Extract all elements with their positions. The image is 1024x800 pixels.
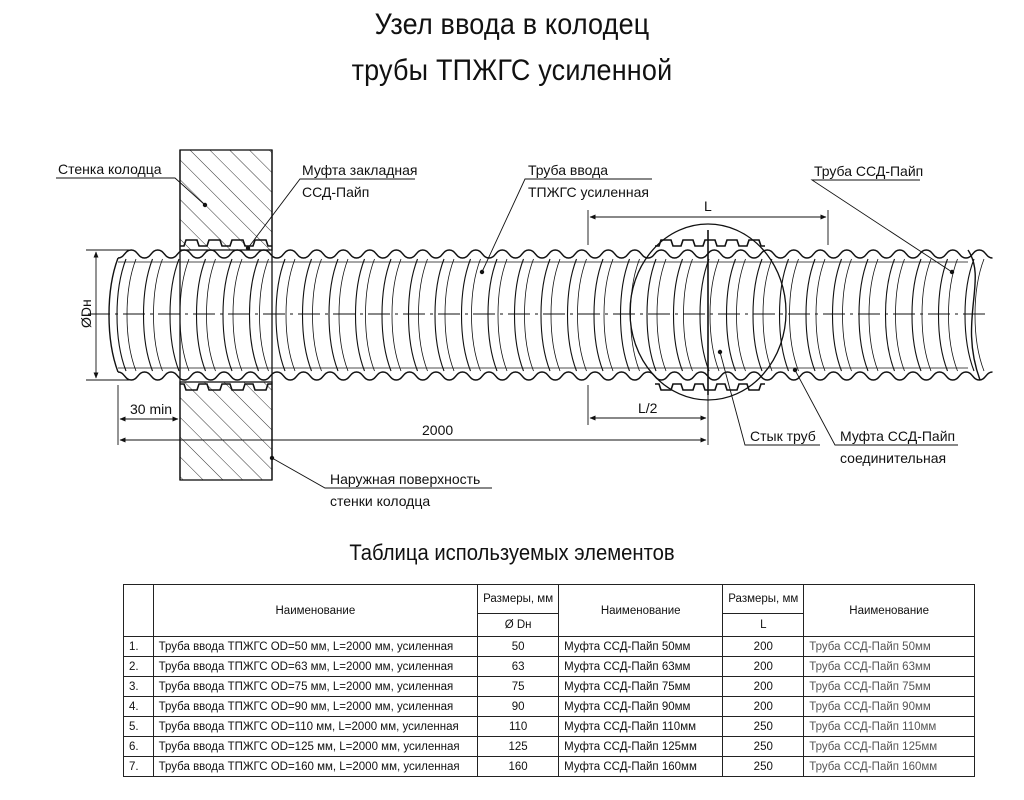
table-row: 7.Труба ввода ТПЖГС OD=160 мм, L=2000 мм… <box>123 756 975 777</box>
row-ssd-pipe-name: Труба ССД-Пайп 160мм <box>803 756 975 777</box>
row-diameter: 75 <box>477 676 560 697</box>
row-coupling-name: Муфта ССД-Пайп 90мм <box>558 696 724 717</box>
svg-text:Муфта ССД-Пайп: Муфта ССД-Пайп <box>840 428 955 444</box>
title-line-2: трубы ТПЖГС усиленной <box>351 54 673 87</box>
svg-text:ТПЖГС усиленная: ТПЖГС усиленная <box>528 184 649 200</box>
row-coupling-name: Муфта ССД-Пайп 50мм <box>558 636 724 657</box>
od-dimension: ØDн <box>78 249 130 381</box>
length-dimension: L <box>587 198 829 245</box>
table-row: 2.Труба ввода ТПЖГС OD=63 мм, L=2000 мм,… <box>123 656 975 677</box>
row-coupling-name: Муфта ССД-Пайп 160мм <box>558 756 724 777</box>
row-number: 5. <box>123 716 154 737</box>
row-number: 4. <box>123 696 154 717</box>
corrugated-pipe <box>108 239 993 391</box>
well-wall <box>179 149 273 481</box>
od-label: ØDн <box>78 299 94 328</box>
table-row: 3.Труба ввода ТПЖГС OD=75 мм, L=2000 мм,… <box>123 676 975 697</box>
row-number: 6. <box>123 736 154 757</box>
row-number: 7. <box>123 756 154 777</box>
row-length: 250 <box>722 756 805 777</box>
label-pipe-joint: Стык труб <box>717 349 820 446</box>
row-length: 250 <box>722 716 805 737</box>
table-row: 1.Труба ввода ТПЖГС OD=50 мм, L=2000 мм,… <box>123 636 975 657</box>
svg-text:ССД-Пайп: ССД-Пайп <box>302 184 369 200</box>
elements-table: Наименование Размеры, мм Наименование Ра… <box>123 584 975 777</box>
row-ssd-pipe-name: Труба ССД-Пайп 50мм <box>803 636 975 657</box>
row-length: 200 <box>722 676 805 697</box>
svg-text:Стык труб: Стык труб <box>750 428 816 444</box>
row-pipe-name: Труба ввода ТПЖГС OD=50 мм, L=2000 мм, у… <box>152 636 479 657</box>
row-coupling-name: Муфта ССД-Пайп 75мм <box>558 676 724 697</box>
header-dims-2-sub: L <box>722 613 805 637</box>
label-ssd-pipe: Труба ССД-Пайп <box>810 163 955 275</box>
row-diameter: 63 <box>477 656 560 677</box>
row-ssd-pipe-name: Труба ССД-Пайп 125мм <box>803 736 975 757</box>
row-pipe-name: Труба ввода ТПЖГС OD=75 мм, L=2000 мм, у… <box>152 676 479 697</box>
row-pipe-name: Труба ввода ТПЖГС OD=63 мм, L=2000 мм, у… <box>152 656 479 677</box>
header-dims-1: Размеры, мм <box>477 584 560 614</box>
row-ssd-pipe-name: Труба ССД-Пайп 75мм <box>803 676 975 697</box>
svg-text:Наружная поверхность: Наружная поверхность <box>330 471 480 487</box>
row-number: 2. <box>123 656 154 677</box>
row-diameter: 90 <box>477 696 560 717</box>
table-row: 6.Труба ввода ТПЖГС OD=125 мм, L=2000 мм… <box>123 736 975 757</box>
table-row: 5.Труба ввода ТПЖГС OD=110 мм, L=2000 мм… <box>123 716 975 737</box>
row-coupling-name: Муфта ССД-Пайп 63мм <box>558 656 724 677</box>
row-ssd-pipe-name: Труба ССД-Пайп 110мм <box>803 716 975 737</box>
row-pipe-name: Труба ввода ТПЖГС OD=160 мм, L=2000 мм, … <box>152 756 479 777</box>
header-name-3: Наименование <box>803 584 975 637</box>
pipe-length-label: 2000 <box>422 422 453 438</box>
svg-text:Муфта закладная: Муфта закладная <box>302 162 418 178</box>
svg-text:Стенка колодца: Стенка колодца <box>58 161 162 177</box>
label-connecting-coupling: Муфта ССД-Пайп соединительная <box>792 367 958 466</box>
label-embedded-coupling: Муфта закладная ССД-Пайп <box>245 162 418 251</box>
svg-text:стенки колодца: стенки колодца <box>330 493 430 509</box>
row-pipe-name: Труба ввода ТПЖГС OD=110 мм, L=2000 мм, … <box>152 716 479 737</box>
table-title: Таблица используемых элементов <box>349 540 675 565</box>
header-dims-1-sub: Ø Dн <box>477 613 560 637</box>
min-dimension: 30 min <box>117 385 179 445</box>
row-diameter: 50 <box>477 636 560 657</box>
row-number: 1. <box>123 636 154 657</box>
row-length: 250 <box>722 736 805 757</box>
header-name-2: Наименование <box>558 584 724 637</box>
row-length: 200 <box>722 656 805 677</box>
row-pipe-name: Труба ввода ТПЖГС OD=125 мм, L=2000 мм, … <box>152 736 479 757</box>
row-length: 200 <box>722 636 805 657</box>
row-diameter: 160 <box>477 756 560 777</box>
svg-text:соединительная: соединительная <box>840 450 946 466</box>
min-label: 30 min <box>130 401 172 417</box>
row-coupling-name: Муфта ССД-Пайп 110мм <box>558 716 724 737</box>
title-line-1: Узел ввода в колодец <box>374 8 650 41</box>
label-entry-pipe: Труба ввода ТПЖГС усиленная <box>479 162 652 275</box>
pipe-entry-drawing: ØDн L L/2 30 min 2000 Стенка колодца Муф… <box>56 149 993 509</box>
row-number: 3. <box>123 676 154 697</box>
row-coupling-name: Муфта ССД-Пайп 125мм <box>558 736 724 757</box>
header-number <box>123 584 154 637</box>
half-length-label: L/2 <box>638 400 658 416</box>
pipe-length-dimension: 2000 <box>119 422 707 443</box>
half-length-dimension: L/2 <box>587 385 709 445</box>
header-name-1: Наименование <box>152 584 479 637</box>
svg-text:Труба ввода: Труба ввода <box>528 162 608 178</box>
row-diameter: 125 <box>477 736 560 757</box>
row-ssd-pipe-name: Труба ССД-Пайп 90мм <box>803 696 975 717</box>
row-length: 200 <box>722 696 805 717</box>
row-ssd-pipe-name: Труба ССД-Пайп 63мм <box>803 656 975 677</box>
label-well-wall: Стенка колодца <box>56 161 208 208</box>
header-dims-2: Размеры, мм <box>722 584 805 614</box>
label-outer-surface: Наружная поверхность стенки колодца <box>269 455 492 509</box>
row-diameter: 110 <box>477 716 560 737</box>
svg-text:Труба ССД-Пайп: Труба ССД-Пайп <box>814 163 923 179</box>
row-pipe-name: Труба ввода ТПЖГС OD=90 мм, L=2000 мм, у… <box>152 696 479 717</box>
table-row: 4.Труба ввода ТПЖГС OD=90 мм, L=2000 мм,… <box>123 696 975 717</box>
length-label: L <box>704 198 712 214</box>
